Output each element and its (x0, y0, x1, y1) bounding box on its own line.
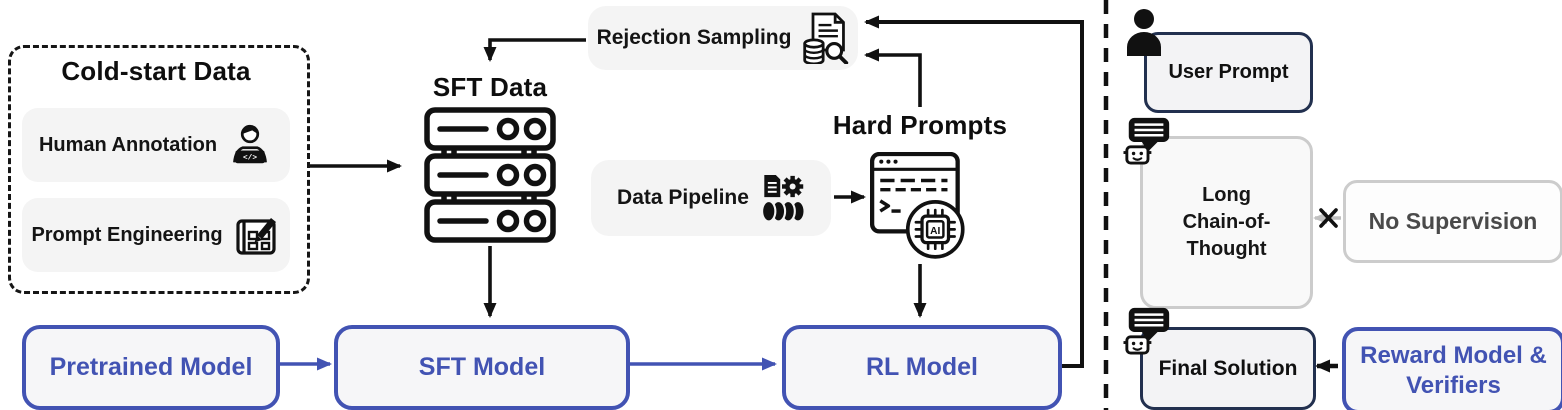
pretrained-model-label: Pretrained Model (49, 353, 253, 381)
robot-chat-icon (1122, 116, 1174, 166)
long-cot-line1: Long (1202, 184, 1251, 206)
person-icon (1127, 9, 1161, 56)
prompt-engineering-label: Prompt Engineering (31, 223, 223, 246)
arrow-hardprompts-to-rejection (864, 48, 922, 107)
no-supervision-label: No Supervision (1368, 208, 1538, 234)
human-annotation-label: Human Annotation (38, 133, 218, 156)
final-solution-label: Final Solution (1158, 356, 1298, 380)
rejection-sampling-item: Rejection Sampling (588, 6, 858, 70)
sft-model-label: SFT Model (418, 353, 546, 381)
cold-start-title: Cold-start Data (61, 56, 251, 86)
data-pipeline-item: Data Pipeline (591, 160, 831, 236)
no-supervision-node: No Supervision (1343, 180, 1562, 263)
rl-model-label: RL Model (865, 353, 979, 381)
cross-out-icon (1319, 208, 1338, 228)
sft-data-title: SFT Data (432, 72, 548, 102)
pretrained-model-node: Pretrained Model (22, 325, 280, 410)
reward-model-line1: Reward Model & (1360, 341, 1547, 369)
long-cot-line2: Chain-of- (1182, 211, 1271, 233)
person-coding-icon: </> (233, 124, 267, 164)
final-solution-node: Final Solution (1140, 327, 1316, 410)
user-prompt-label: User Prompt (1168, 61, 1289, 83)
long-cot-line3: Thought (1186, 238, 1267, 260)
hard-prompts-title: Hard Prompts (832, 110, 1008, 140)
code-window-ai-chip-icon: AI (870, 152, 965, 259)
sft-model-node: SFT Model (334, 325, 630, 410)
human-annotation-item: Human Annotation </> (22, 108, 290, 182)
document-database-search-icon (803, 12, 849, 64)
robot-chat-icon (1122, 306, 1174, 356)
reward-model-line2: Verifiers (1406, 371, 1501, 399)
svg-text:AI: AI (930, 226, 940, 237)
prompt-engineering-item: Prompt Engineering (22, 198, 290, 272)
user-prompt-node: User Prompt (1144, 32, 1313, 113)
rejection-sampling-label: Rejection Sampling (596, 26, 792, 49)
rl-model-node: RL Model (782, 325, 1062, 410)
server-stack-icon (424, 107, 556, 243)
reward-model-node: Reward Model & Verifiers (1342, 327, 1562, 410)
document-gear-database-icon (760, 175, 805, 223)
svg-text:</>: </> (243, 155, 257, 163)
data-pipeline-label: Data Pipeline (617, 186, 749, 209)
long-cot-node: Long Chain-of- Thought (1140, 136, 1313, 309)
blueprint-pencil-icon (235, 218, 276, 255)
arrow-rejection-to-sftdata (483, 38, 586, 62)
